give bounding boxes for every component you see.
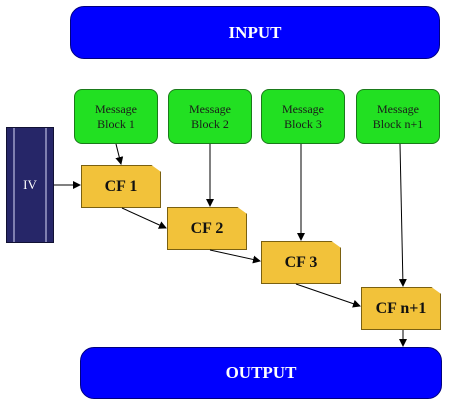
message-block-1-line1: Message (95, 101, 137, 116)
iv-block: IV (6, 127, 54, 243)
message-block-1-line2: Block 1 (97, 116, 135, 131)
iv-stripe-left (13, 128, 15, 242)
cf-n-plus-1-label: CF n+1 (375, 299, 427, 317)
message-block-3-line2: Block 3 (284, 116, 322, 131)
cf-3-label: CF 3 (284, 253, 318, 271)
compression-function-3: CF 3 (261, 241, 341, 284)
message-block-n-plus-1-line2: Block n+1 (372, 116, 424, 131)
output-label: OUTPUT (225, 363, 297, 382)
arrow-cf2-to-cf3 (209, 249, 261, 264)
arrow-msg1-to-cf1 (115, 143, 124, 165)
message-block-2: Message Block 2 (168, 89, 252, 144)
output-banner: OUTPUT (80, 347, 442, 399)
input-banner: INPUT (70, 6, 440, 59)
compression-function-1: CF 1 (81, 165, 161, 208)
iv-label: IV (23, 177, 37, 192)
message-block-3-line1: Message (282, 101, 324, 116)
cf-1-label: CF 1 (104, 177, 138, 195)
message-block-n-plus-1-line1: Message (377, 101, 419, 116)
arrow-cf3-to-cfn1 (295, 283, 361, 308)
message-block-2-line1: Message (189, 101, 231, 116)
compression-function-2: CF 2 (167, 207, 247, 250)
message-block-n-plus-1: Message Block n+1 (356, 89, 440, 144)
input-label: INPUT (228, 22, 282, 42)
cf-2-label: CF 2 (190, 219, 224, 237)
iv-stripe-right (45, 128, 47, 242)
message-block-2-line2: Block 2 (191, 116, 229, 131)
arrow-msgn1-to-cfn1 (398, 143, 407, 287)
compression-function-n-plus-1: CF n+1 (361, 287, 441, 330)
arrow-cf1-to-cf2 (121, 207, 167, 229)
message-block-3: Message Block 3 (261, 89, 345, 144)
message-block-1: Message Block 1 (74, 89, 158, 144)
